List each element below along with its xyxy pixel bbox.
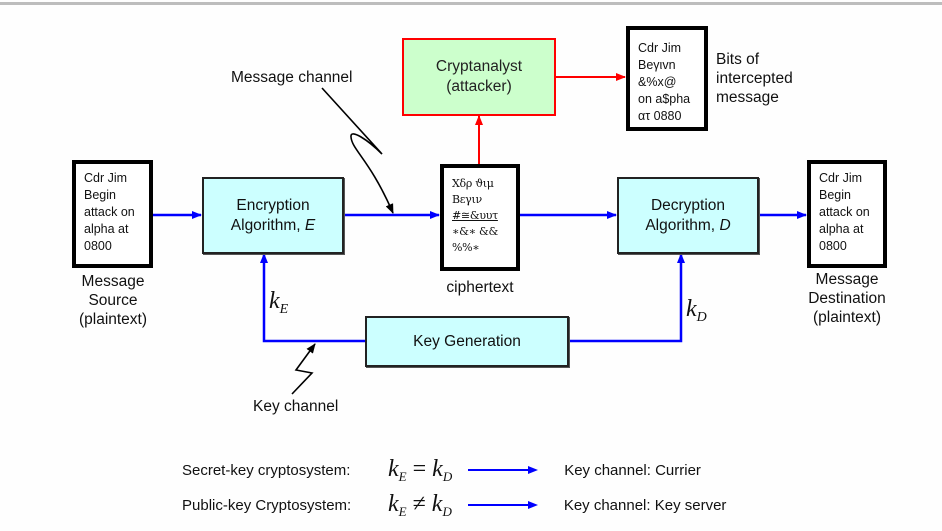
intercepted-line: Beγιvn: [638, 58, 676, 72]
intercepted-line: ατ 0880: [638, 109, 682, 123]
intercepted-line: &%x@: [638, 75, 677, 89]
ciphertext-line: ∗&∗ &&: [452, 225, 499, 238]
legend-equation: kE≠kD: [388, 490, 452, 519]
plaintext-line: attack on: [84, 205, 135, 219]
message-destination-caption: Message Destination (plaintext): [792, 270, 902, 327]
key-symbol: k: [686, 296, 697, 322]
caption-line: (plaintext): [812, 309, 882, 326]
eq-rhs-subscript: D: [442, 503, 452, 519]
caption-line: Bits of: [716, 51, 760, 68]
ciphertext-line: #≅&υυτ: [452, 209, 498, 222]
message-destination-box: Cdr Jim Begin attack on alpha at 0800: [807, 160, 887, 268]
arrow-key-to-encryption: [260, 253, 365, 343]
ciphertext-caption: ciphertext: [446, 279, 514, 296]
decryption-algorithm-box: Decryption Algorithm, D: [617, 177, 759, 254]
cryptanalyst-subtitle: (attacker): [446, 78, 512, 95]
legend-label: Public-key Cryptosystem:: [182, 496, 352, 514]
key-generation-box: Key Generation: [365, 316, 569, 367]
legend-channel: Key channel: Currier: [564, 461, 701, 479]
plaintext-line: 0800: [819, 239, 847, 253]
caption-line: intercepted: [716, 70, 793, 87]
encryption-algorithm-box: Encryption Algorithm, E: [202, 177, 344, 254]
legend-arrow-icon: [468, 466, 539, 474]
key-channel-label: Key channel: [253, 398, 339, 415]
intercepted-message-box: Cdr Jim Beγιvn &%x@ on a$pha ατ 0880: [626, 26, 708, 131]
plaintext-line: Begin: [819, 188, 851, 202]
key-e-label: kE: [269, 288, 288, 318]
ciphertext-line: Χδρ ϑιμ: [452, 177, 494, 190]
plaintext-line: attack on: [819, 205, 870, 219]
key-d-label: kD: [686, 296, 707, 326]
decryption-subtitle: Algorithm,: [645, 216, 720, 234]
plaintext-line: Begin: [84, 188, 116, 202]
caption-line: message: [716, 89, 779, 106]
caption-line: Source: [88, 292, 138, 309]
message-source-box: Cdr Jim Begin attack on alpha at 0800: [72, 160, 153, 268]
encryption-title: Encryption: [236, 196, 310, 214]
ciphertext-box: Χδρ ϑιμ Βεγιν #≅&υυτ ∗&∗ && %%∗: [440, 164, 520, 271]
eq-operator: =: [412, 455, 427, 482]
key-subscript: D: [696, 310, 707, 325]
encryption-variable: E: [304, 216, 316, 234]
eq-lhs-subscript: E: [398, 503, 407, 519]
message-source-caption: Message Source (plaintext): [62, 272, 164, 329]
caption-line: Message: [81, 273, 145, 290]
key-generation-label: Key Generation: [413, 332, 521, 350]
legend-arrow-icon: [467, 501, 538, 509]
caption-line: Message: [815, 271, 879, 288]
top-divider: [0, 2, 942, 5]
intercepted-caption: Bits of intercepted message: [716, 50, 793, 107]
plaintext-line: Cdr Jim: [819, 171, 863, 185]
ciphertext-line: %%∗: [452, 241, 480, 254]
legend-label: Secret-key cryptosystem:: [182, 461, 351, 479]
decryption-title: Decryption: [650, 196, 726, 214]
legend-row-secret-key: Secret-key cryptosystem: kE=kD Key chann…: [182, 455, 701, 485]
caption-line: Destination: [808, 290, 886, 307]
key-symbol: k: [269, 288, 280, 314]
eq-lhs-subscript: E: [398, 468, 407, 484]
caption-line: (plaintext): [78, 311, 148, 328]
plaintext-line: alpha at: [819, 222, 864, 236]
key-subscript: E: [279, 302, 289, 317]
eq-rhs-subscript: D: [442, 468, 453, 484]
ciphertext-line: Βεγιν: [452, 193, 482, 206]
legend-channel: Key channel: Key server: [563, 496, 727, 514]
plaintext-line: alpha at: [84, 222, 129, 236]
decryption-variable: D: [719, 216, 731, 234]
encryption-subtitle: Algorithm,: [230, 216, 305, 234]
cryptanalyst-title: Cryptanalyst: [435, 58, 523, 75]
key-channel-pointer: [291, 343, 316, 395]
eq-operator: ≠: [412, 490, 426, 517]
arrow-key-to-decryption: [568, 253, 685, 343]
cryptanalyst-box: Cryptanalyst (attacker): [402, 38, 556, 116]
plaintext-line: Cdr Jim: [84, 171, 128, 185]
message-channel-pointer: [321, 87, 394, 214]
legend-row-public-key: Public-key Cryptosystem: kE≠kD Key chann…: [182, 490, 726, 520]
intercepted-line: on a$pha: [638, 92, 691, 106]
legend-equation: kE=kD: [388, 455, 453, 484]
message-channel-label: Message channel: [231, 69, 353, 86]
intercepted-line: Cdr Jim: [638, 41, 682, 55]
plaintext-line: 0800: [84, 239, 112, 253]
